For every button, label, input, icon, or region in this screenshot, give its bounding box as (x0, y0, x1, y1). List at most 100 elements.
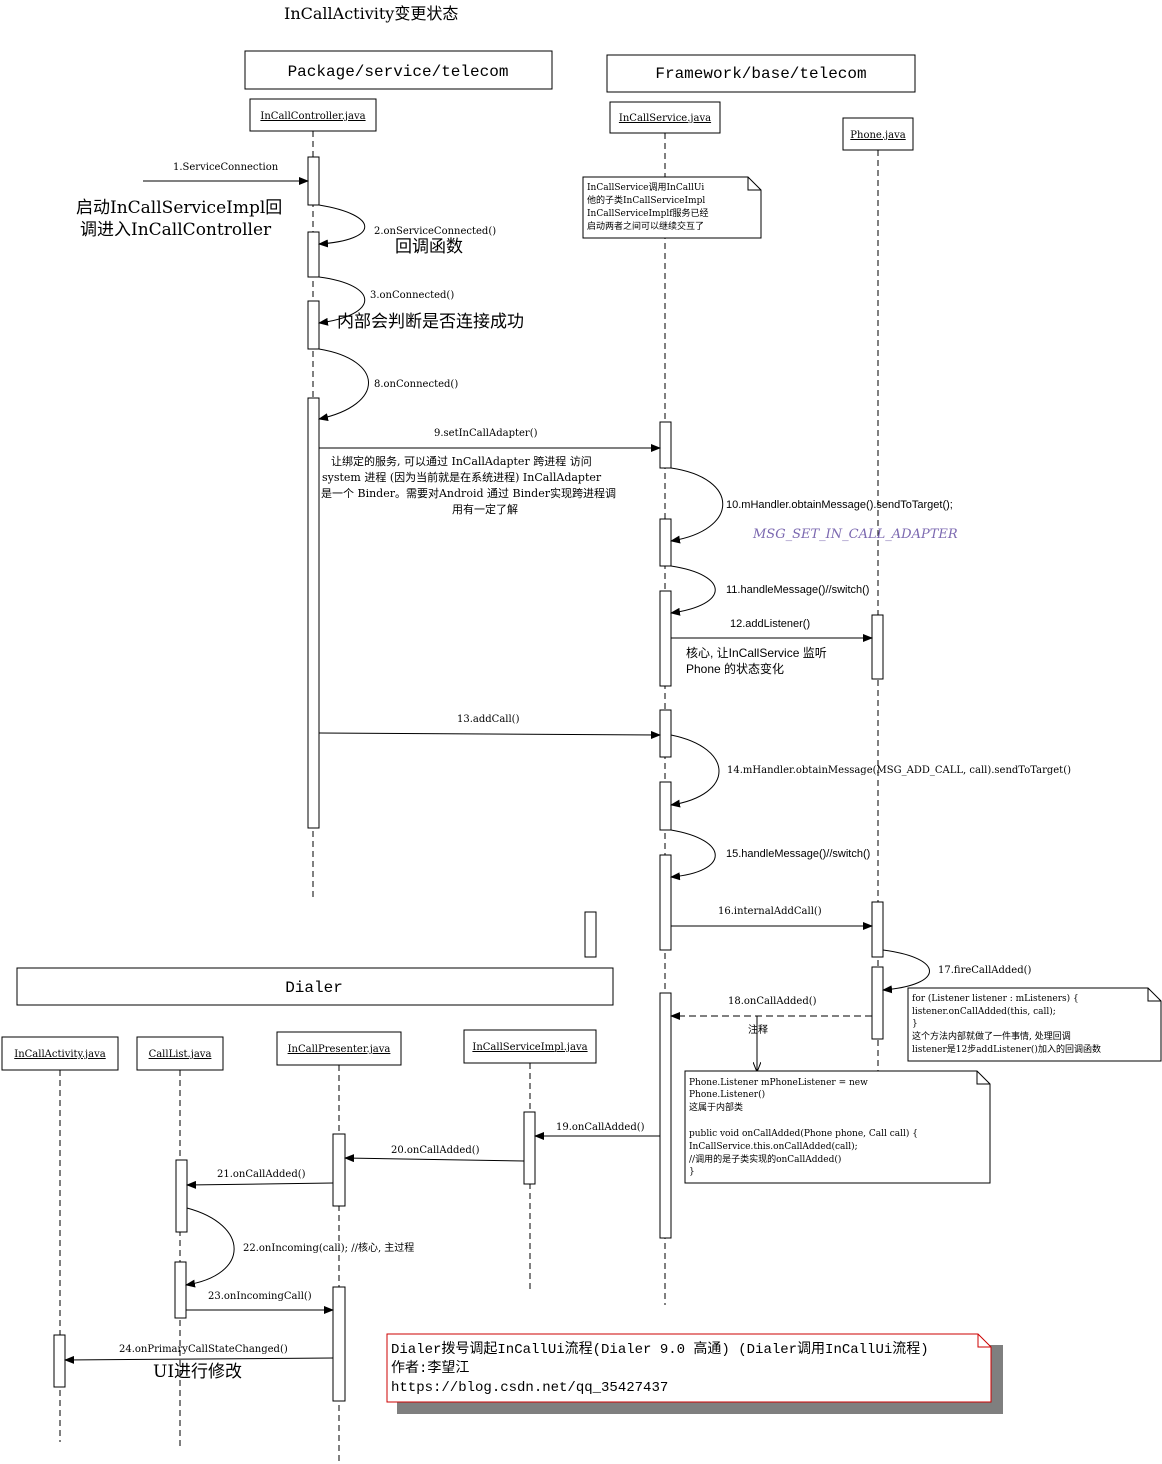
annotation-bind-1: 让绑定的服务, 可以通过 InCallAdapter 跨进程 访问 (331, 454, 592, 468)
message-14-label: 14.mHandler.obtainMessage(MSG_ADD_CALL, … (727, 765, 1071, 776)
group-framework-telecom-label: Framework/base/telecom (655, 65, 866, 83)
note-credit-title: Dialer拨号调起InCallUi流程(Dialer 9.0 高通) (Dia… (391, 1340, 929, 1358)
annotation-start-impl-1: 启动InCallServiceImpl回 (76, 198, 282, 218)
message-10-label: 10.mHandler.obtainMessage().sendToTarget… (726, 499, 953, 511)
diagram-title: InCallActivity变更状态 (284, 4, 458, 23)
activation-bar (307, 300, 320, 350)
note-listener-loop-line: listener是12步addListener()加入的回调函数 (912, 1043, 1101, 1055)
message-14-arrow (670, 734, 720, 808)
message-8-label: 8.onConnected() (374, 379, 458, 390)
group-dialer-label: Dialer (285, 979, 343, 997)
activation-bar (307, 231, 320, 278)
group-framework-telecom: Framework/base/telecom (606, 54, 916, 93)
group-telecom-service-label: Package/service/telecom (288, 63, 509, 81)
activation-bar (659, 709, 672, 758)
message-13-arrow (318, 730, 661, 739)
activation-bar (53, 1334, 66, 1388)
note-phone-listener-line: } (689, 1167, 695, 1177)
message-3-label: 3.onConnected() (370, 290, 454, 301)
activation-bar (871, 966, 884, 1040)
message-10-constant: MSG_SET_IN_CALL_ADAPTER (752, 527, 958, 542)
group-dialer: Dialer (16, 967, 614, 1006)
lifeline-incall-service-impl-label: InCallServiceImpl.java (472, 1042, 587, 1053)
message-11-label: 11.handleMessage()//switch() (726, 584, 869, 596)
activation-bar (659, 590, 672, 687)
activation-bar (659, 421, 672, 469)
lifeline-call-list-label: CallList.java (149, 1049, 212, 1060)
message-24-label: 24.onPrimaryCallStateChanged() (119, 1344, 288, 1355)
annotation-core-2: Phone 的状态变化 (686, 661, 784, 676)
note-phone-listener-line: InCallService.this.onCallAdded(call); (689, 1141, 858, 1152)
note-phone-listener-line: Phone.Listener mPhoneListener = new (689, 1078, 868, 1088)
message-20-label: 20.onCallAdded() (391, 1145, 480, 1156)
message-23-label: 23.onIncomingCall() (208, 1291, 312, 1302)
lifeline-incall-controller-label: InCallController.java (260, 111, 365, 122)
message-1-label: 1.ServiceConnection (173, 162, 279, 173)
activation-bar (659, 518, 672, 567)
message-3-arrow (318, 276, 365, 326)
note-phone-listener-line: 这属于内部类 (689, 1101, 743, 1113)
annotation-bind-4: 用有一定了解 (452, 502, 518, 516)
message-21-label: 21.onCallAdded() (217, 1169, 306, 1180)
message-18-note-caption: 注释 (748, 1023, 768, 1036)
lifeline-incall-activity: InCallActivity.java (1, 1036, 119, 1071)
activation-bar (175, 1159, 188, 1233)
message-15-arrow (670, 829, 716, 881)
activation-bar (659, 854, 672, 951)
note-phone-listener: Phone.Listener mPhoneListener = new Phon… (684, 1070, 991, 1184)
lifeline-incall-service-label: InCallService.java (619, 113, 711, 124)
annotation-judge-connect: 内部会判断是否连接成功 (337, 312, 524, 332)
message-13-label: 13.addCall() (457, 714, 520, 725)
message-22-arrow (185, 1207, 235, 1288)
message-2-label: 2.onServiceConnected() (374, 226, 496, 237)
lifeline-incall-controller: InCallController.java (249, 98, 377, 132)
activation-bar (659, 781, 672, 831)
activation-bar (659, 992, 672, 1239)
activation-bar (307, 156, 320, 206)
note-incall-service-line: InCallServiceImplf服务已经 (587, 207, 709, 219)
lifeline-phone: Phone.java (842, 117, 914, 151)
note-listener-loop-line: listener.onCallAdded(this, call); (912, 1006, 1056, 1017)
group-telecom-service: Package/service/telecom (244, 50, 553, 90)
activation-bar (871, 614, 884, 680)
note-phone-listener-line: Phone.Listener() (689, 1089, 765, 1100)
message-18-label: 18.onCallAdded() (728, 996, 817, 1007)
activation-bar (584, 911, 597, 958)
message-15-label: 15.handleMessage()//switch() (726, 848, 870, 860)
note-incall-service-line: 他的子类InCallServiceImpl (587, 194, 705, 206)
note-incall-service: InCallService调用InCallUi 他的子类InCallServic… (582, 176, 762, 239)
note-incall-service-line: 启动两者之间可以继续交互了 (587, 220, 704, 232)
activation-bar (871, 901, 884, 958)
message-19-label: 19.onCallAdded() (556, 1122, 645, 1133)
lifeline-incall-presenter: InCallPresenter.java (276, 1031, 402, 1066)
annotation-bind-3: 是一个 Binder。需要对Android 通过 Binder实现跨进程调 (321, 486, 616, 500)
activation-bar (174, 1261, 187, 1319)
message-9-label: 9.setInCallAdapter() (434, 428, 538, 439)
lifeline-phone-label: Phone.java (850, 130, 905, 141)
note-credit-author: 作者:李望江 (391, 1360, 469, 1377)
note-incall-service-line: InCallService调用InCallUi (587, 182, 704, 193)
message-21-arrow (186, 1180, 334, 1189)
lifeline-incall-presenter-label: InCallPresenter.java (288, 1044, 391, 1055)
message-11-arrow (670, 565, 716, 616)
annotation-ui-modify: UI进行修改 (153, 1362, 242, 1382)
message-2-arrow (318, 204, 365, 248)
note-listener-loop-line: 这个方法内部就做了一件事情, 处理回调 (912, 1030, 1071, 1042)
message-12-label: 12.addListener() (730, 618, 810, 630)
lifeline-incall-service-impl: InCallServiceImpl.java (463, 1029, 597, 1064)
activation-bar (332, 1286, 346, 1402)
note-phone-listener-line: public void onCallAdded(Phone phone, Cal… (689, 1128, 918, 1139)
activation-bar (523, 1111, 536, 1185)
message-20-arrow (344, 1154, 525, 1163)
lifeline-incall-activity-label: InCallActivity.java (14, 1049, 106, 1060)
note-listener-loop-line: } (912, 1019, 918, 1029)
note-credit: Dialer拨号调起InCallUi流程(Dialer 9.0 高通) (Dia… (386, 1333, 1003, 1414)
message-16-label: 16.internalAddCall() (718, 906, 822, 917)
activation-bar (332, 1133, 346, 1207)
note-credit-url: https://blog.csdn.net/qq_35427437 (391, 1380, 668, 1396)
annotation-callback: 回调函数 (395, 237, 463, 257)
message-22-label: 22.onIncoming(call); //核心, 主过程 (243, 1241, 414, 1254)
lifeline-incall-service: InCallService.java (609, 101, 721, 134)
